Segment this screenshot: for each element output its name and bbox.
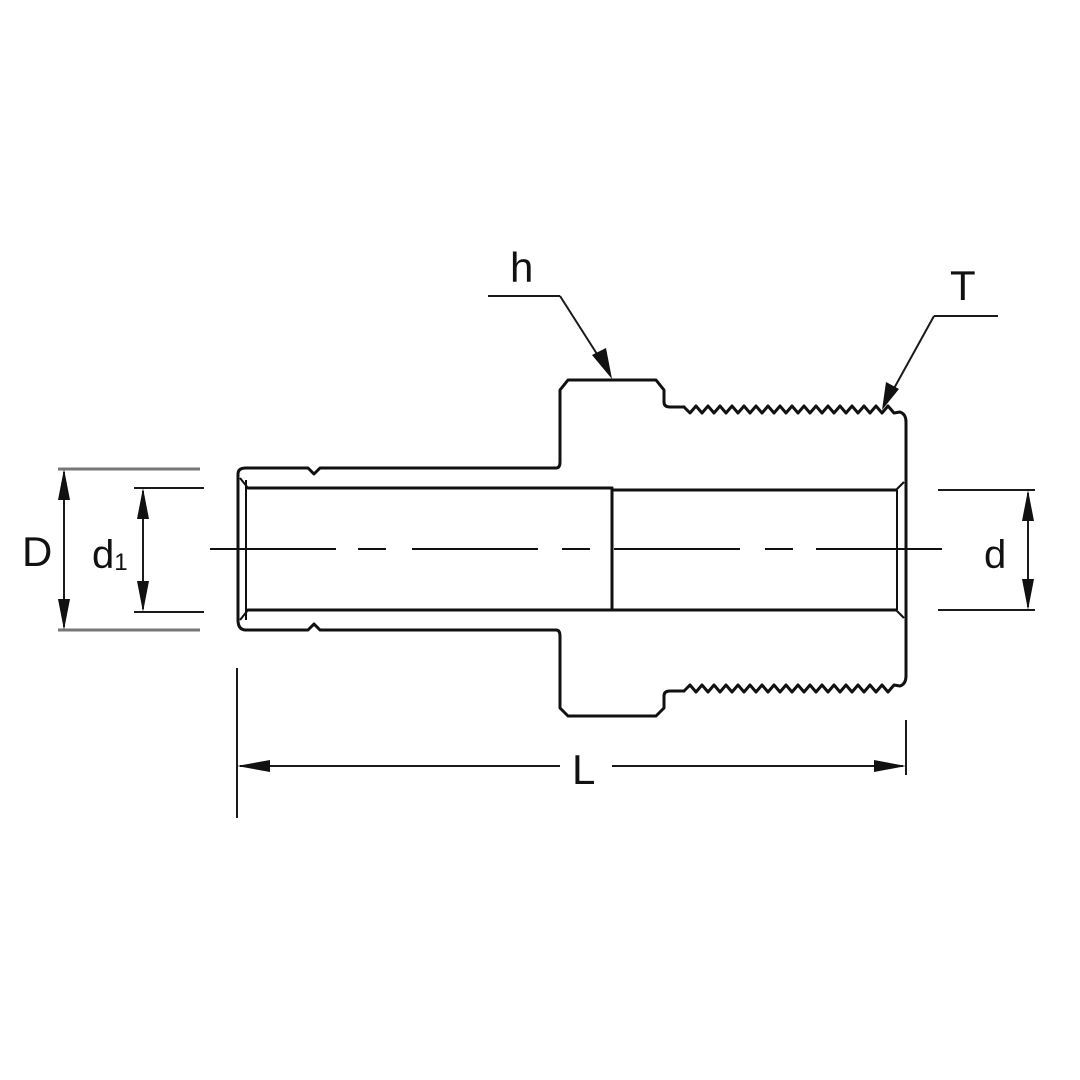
leader-T: T — [882, 262, 998, 410]
h-arrow-icon — [592, 348, 612, 379]
leader-h: h — [488, 244, 612, 379]
T-label: T — [950, 262, 976, 309]
d-label: d — [984, 533, 1006, 577]
lower-outline — [236, 618, 686, 718]
L-arrow-left-icon — [237, 760, 270, 772]
d1-label: d1 — [92, 533, 128, 577]
d-arrow-bottom-icon — [1022, 579, 1034, 610]
d-arrow-top-icon — [1022, 490, 1034, 521]
dimension-L: L — [236, 668, 907, 818]
L-label: L — [572, 746, 595, 793]
upper-outline — [236, 378, 686, 622]
d1-arrow-bottom-icon — [137, 581, 149, 612]
D-arrow-bottom-icon — [58, 599, 70, 630]
lower-thread — [682, 674, 908, 694]
D-arrow-top-icon — [58, 469, 70, 500]
L-arrow-right-icon — [874, 760, 906, 772]
left-chamfer-top — [239, 477, 249, 489]
right-chamfer-top — [895, 481, 905, 491]
upper-thread — [682, 404, 908, 678]
dimension-D: D — [22, 467, 200, 632]
dimension-d: d — [938, 489, 1035, 611]
dimension-d1: d1 — [92, 487, 204, 613]
left-chamfer-bottom — [239, 609, 249, 621]
T-arrow-icon — [882, 382, 899, 410]
D-label: D — [22, 528, 52, 575]
d1-arrow-top-icon — [137, 488, 149, 519]
right-chamfer-bottom — [895, 609, 905, 619]
d1-subscript: 1 — [114, 549, 127, 576]
T-leader-line — [891, 315, 935, 393]
h-label: h — [510, 244, 533, 291]
